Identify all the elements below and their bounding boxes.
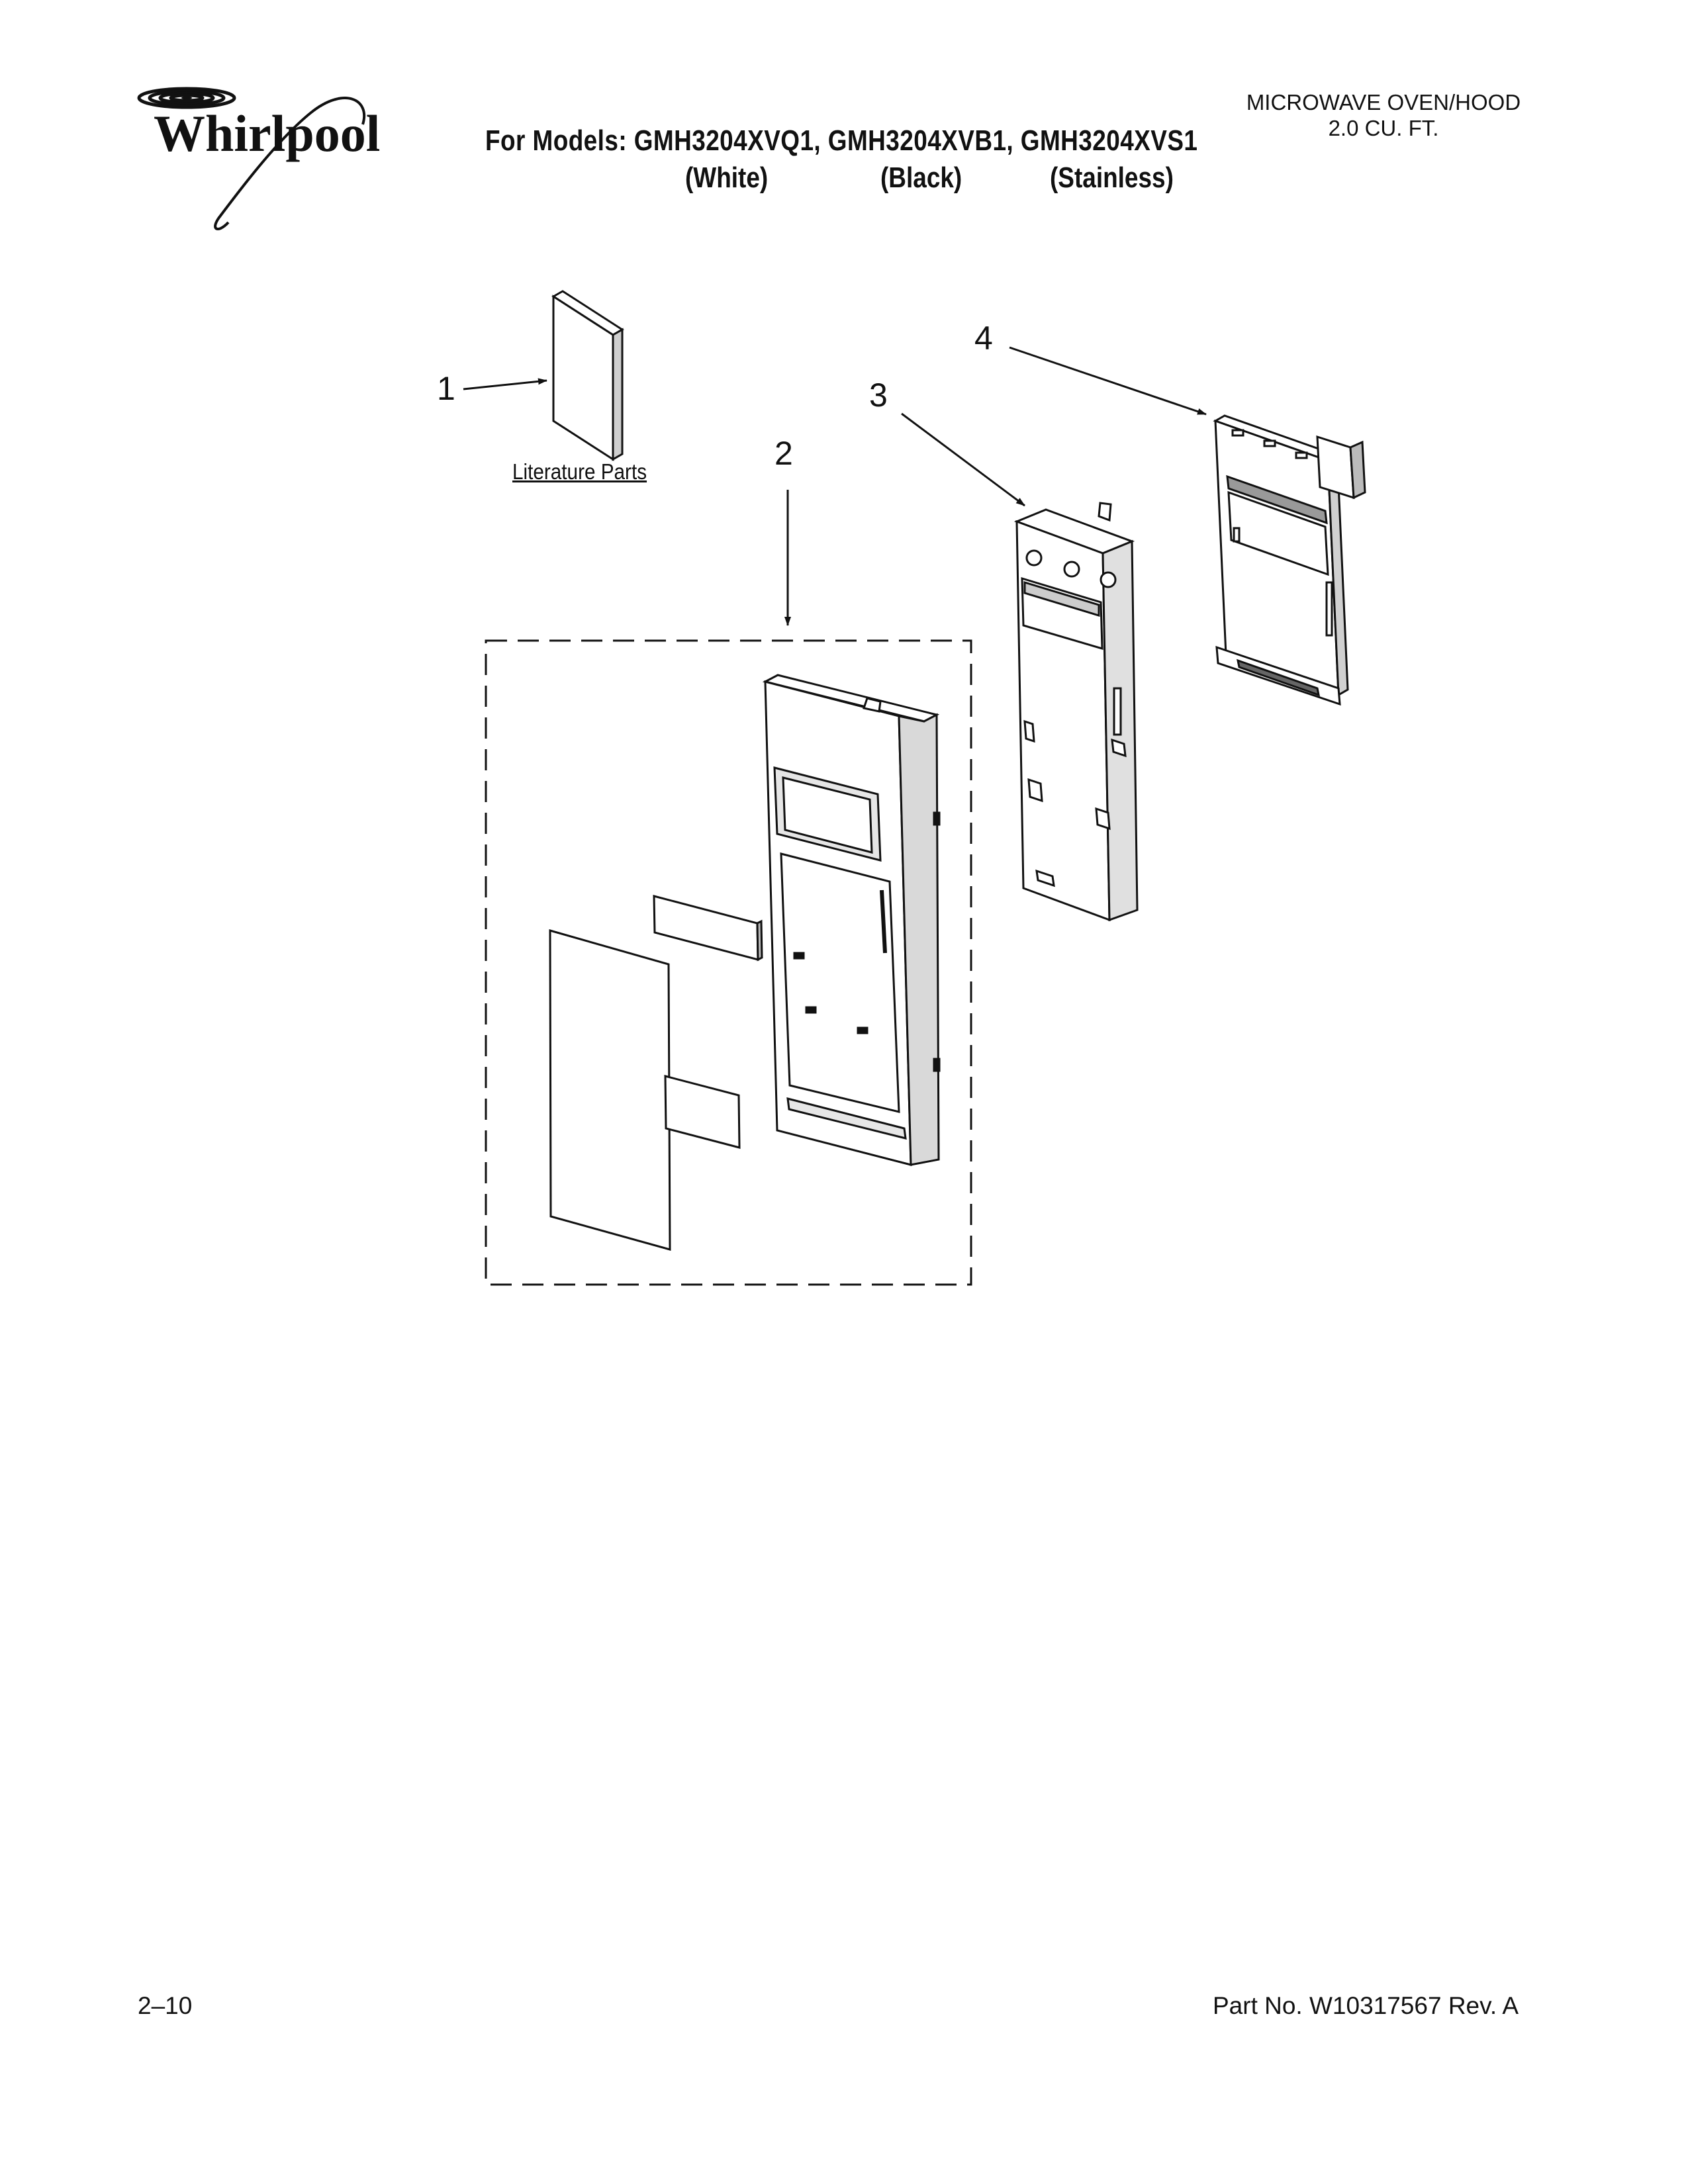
product-capacity: 2.0 CU. FT.: [1328, 116, 1439, 140]
callout-1: 1: [437, 370, 455, 407]
page-number: 2–10: [138, 1992, 193, 2019]
electronic-control-board: [1213, 414, 1366, 706]
literature-booklet: [551, 290, 624, 461]
logo-wordmark: Whirlpool: [154, 105, 380, 162]
literature-parts-label: Literature Parts: [512, 459, 647, 484]
variant-stainless: (Stainless): [1050, 161, 1174, 194]
callout-4: 4: [974, 320, 993, 357]
models-line: For Models: GMH3204XVQ1, GMH3204XVB1, GM…: [485, 124, 1198, 157]
variant-white: (White): [685, 161, 769, 194]
assembly-boundary: [485, 639, 972, 1286]
control-panel-bracket: [1013, 502, 1139, 922]
product-type: MICROWAVE OVEN/HOOD: [1246, 90, 1521, 114]
keypad-membrane: [549, 929, 671, 1251]
callout-3: 3: [869, 377, 888, 414]
part-number: Part No. W10317567 Rev. A: [1213, 1992, 1519, 2019]
leader-3: [901, 412, 1025, 507]
display-window-lens: [653, 895, 763, 962]
leader-1: [463, 378, 547, 390]
rating-label-plate: [664, 1075, 741, 1149]
control-panel-housing: [762, 674, 941, 1166]
leader-4: [1009, 346, 1207, 416]
variant-black: (Black): [880, 161, 962, 194]
callout-2: 2: [774, 435, 793, 472]
